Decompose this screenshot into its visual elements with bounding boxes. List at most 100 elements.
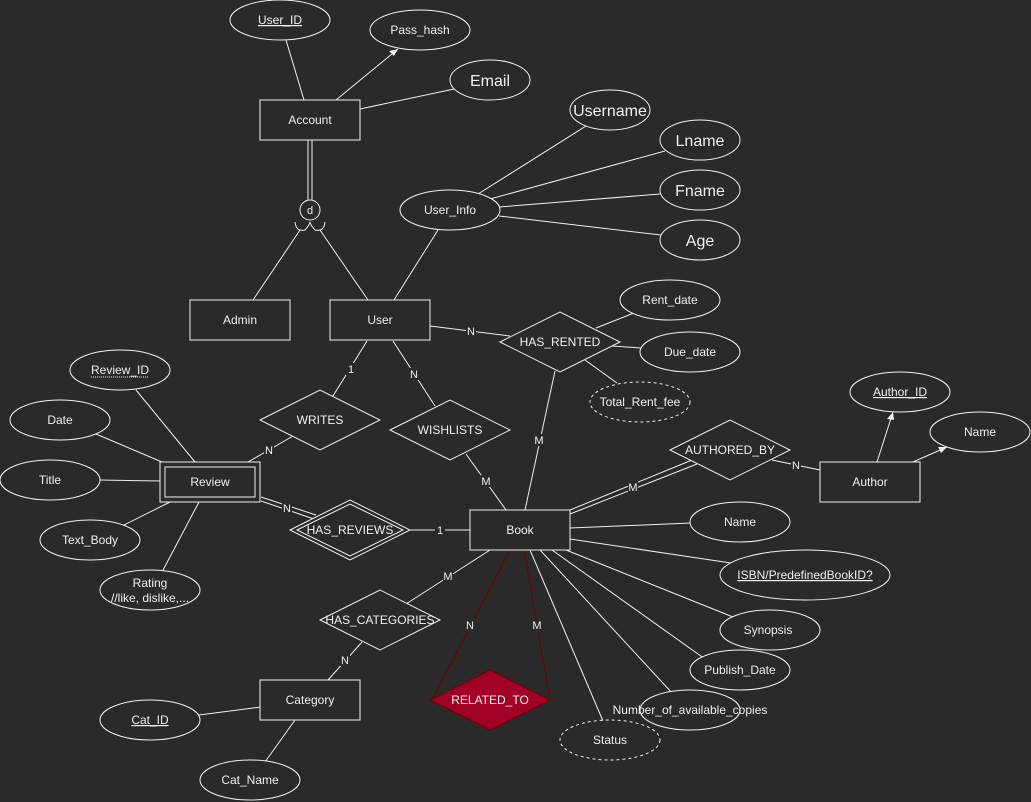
attr-cat-id-label: Cat_ID — [131, 713, 169, 727]
entity-category-label: Category — [286, 693, 335, 707]
attr-date-label: Date — [47, 413, 73, 427]
entity-admin-label: Admin — [223, 313, 257, 327]
entity-account-label: Account — [288, 113, 332, 127]
attr-due-date-label: Due_date — [664, 345, 716, 359]
attr-status[interactable]: Status — [559, 719, 661, 761]
attr-lname-label: Lname — [676, 133, 725, 150]
entity-review[interactable]: Review — [159, 461, 261, 503]
card-review-has: N — [283, 503, 291, 515]
attr-fname[interactable]: Fname — [659, 169, 741, 211]
attr-user-id[interactable]: User_ID — [229, 0, 331, 41]
attr-title-label: Title — [39, 473, 62, 487]
entity-book-label: Book — [506, 523, 534, 537]
attr-total-rent-fee[interactable]: Total_Rent_fee — [589, 381, 691, 423]
entity-category[interactable]: Category — [259, 679, 361, 721]
attr-author-id[interactable]: Author_ID — [849, 371, 951, 413]
attr-cat-name-label: Cat_Name — [221, 773, 279, 787]
rel-authored-by-label: AUTHORED_BY — [685, 443, 775, 457]
attr-cat-id[interactable]: Cat_ID — [99, 699, 201, 741]
card-review-writes: N — [265, 445, 273, 457]
attr-rating-note: //like, dislike,... — [111, 591, 189, 605]
attr-rating[interactable]: Rating //like, dislike,... — [99, 569, 201, 611]
card-book-wishlists: M — [481, 476, 490, 488]
attr-author-name[interactable]: Name — [929, 411, 1031, 453]
attr-book-name-label: Name — [724, 515, 756, 529]
card-book-rented: M — [534, 435, 543, 447]
entity-author[interactable]: Author — [819, 461, 921, 503]
attr-user-info[interactable]: User_Info — [399, 189, 501, 231]
card-book-categories: M — [443, 571, 452, 583]
card-related-m: M — [532, 620, 541, 632]
rel-wishlists[interactable]: WISHLISTS — [388, 399, 512, 461]
card-book-has: 1 — [437, 525, 443, 537]
entity-account[interactable]: Account — [259, 99, 361, 141]
attr-email-label: Email — [470, 73, 510, 90]
entity-user-label: User — [367, 313, 392, 327]
attr-cat-name[interactable]: Cat_Name — [199, 759, 301, 801]
rel-related-to-label: RELATED_TO — [451, 693, 529, 707]
rel-related-to[interactable]: RELATED_TO — [428, 669, 552, 731]
rel-writes[interactable]: WRITES — [258, 389, 382, 451]
attr-title[interactable]: Title — [0, 459, 101, 501]
attr-username[interactable]: Username — [569, 89, 651, 131]
attr-date[interactable]: Date — [9, 399, 111, 441]
attr-age-label: Age — [686, 233, 715, 250]
specialization-symbol: d — [307, 205, 313, 217]
attr-text-body[interactable]: Text_Body — [39, 519, 141, 561]
rel-authored-by[interactable]: AUTHORED_BY — [668, 419, 792, 481]
connectors — [95, 39, 948, 763]
entity-book[interactable]: Book — [469, 509, 571, 551]
attr-book-name[interactable]: Name — [689, 501, 791, 543]
attr-publish-date-label: Publish_Date — [704, 663, 776, 677]
attr-author-name-label: Name — [964, 425, 996, 439]
rel-writes-label: WRITES — [297, 413, 344, 427]
attr-author-id-label: Author_ID — [873, 385, 927, 399]
attr-synopsis-label: Synopsis — [744, 623, 793, 637]
attr-num-copies-label: Number_of_available_copies — [613, 703, 768, 717]
attr-email[interactable]: Email — [449, 59, 531, 101]
rel-has-categories[interactable]: HAS_CATEGORIES — [318, 589, 442, 651]
attr-review-id-label: Review_ID — [91, 363, 149, 377]
attr-username-label: Username — [573, 103, 647, 120]
attr-rent-date[interactable]: Rent_date — [619, 279, 721, 321]
attr-synopsis[interactable]: Synopsis — [719, 609, 821, 651]
card-user-rented: N — [467, 326, 475, 338]
attr-user-info-label: User_Info — [424, 203, 476, 217]
rel-has-rented-label: HAS_RENTED — [520, 335, 601, 349]
rel-has-reviews-label: HAS_REVIEWS — [307, 523, 394, 537]
attr-due-date[interactable]: Due_date — [639, 331, 741, 373]
rel-has-categories-label: HAS_CATEGORIES — [325, 613, 434, 627]
specialization-disjoint[interactable]: d — [299, 199, 321, 221]
attr-isbn-label: ISBN/PredefinedBookID? — [737, 568, 873, 582]
attr-user-id-label: User_ID — [258, 13, 302, 27]
attr-status-label: Status — [593, 733, 627, 747]
attr-age[interactable]: Age — [659, 219, 741, 261]
entity-review-label: Review — [190, 475, 230, 489]
attr-text-body-label: Text_Body — [62, 533, 118, 547]
attr-total-rent-fee-label: Total_Rent_fee — [600, 395, 681, 409]
rel-has-reviews[interactable]: HAS_REVIEWS — [288, 499, 412, 561]
attr-review-id[interactable]: Review_ID — [69, 349, 171, 391]
rel-has-rented[interactable]: HAS_RENTED — [498, 311, 622, 373]
entity-user[interactable]: User — [329, 299, 431, 341]
attr-fname-label: Fname — [675, 183, 725, 200]
card-user-writes: 1 — [348, 364, 354, 376]
attr-rating-label: Rating — [133, 576, 168, 590]
card-author-authored: N — [792, 460, 800, 472]
attr-lname[interactable]: Lname — [659, 119, 741, 161]
attr-publish-date[interactable]: Publish_Date — [689, 649, 791, 691]
attr-isbn[interactable]: ISBN/PredefinedBookID? — [719, 549, 891, 601]
card-user-wishlists: N — [410, 369, 418, 381]
attr-pass-hash-label: Pass_hash — [390, 23, 449, 37]
card-category-categories: N — [341, 655, 349, 667]
card-related-n: N — [466, 620, 474, 632]
entity-admin[interactable]: Admin — [189, 299, 291, 341]
rel-wishlists-label: WISHLISTS — [418, 423, 483, 437]
cardinality-labels: N M 1 N N M M N N 1 M N N M — [264, 325, 801, 667]
attr-pass-hash[interactable]: Pass_hash — [369, 9, 471, 51]
card-book-authored: M — [628, 482, 637, 494]
attr-num-copies[interactable]: Number_of_available_copies — [613, 689, 768, 731]
entity-author-label: Author — [852, 475, 887, 489]
attr-rent-date-label: Rent_date — [642, 293, 698, 307]
